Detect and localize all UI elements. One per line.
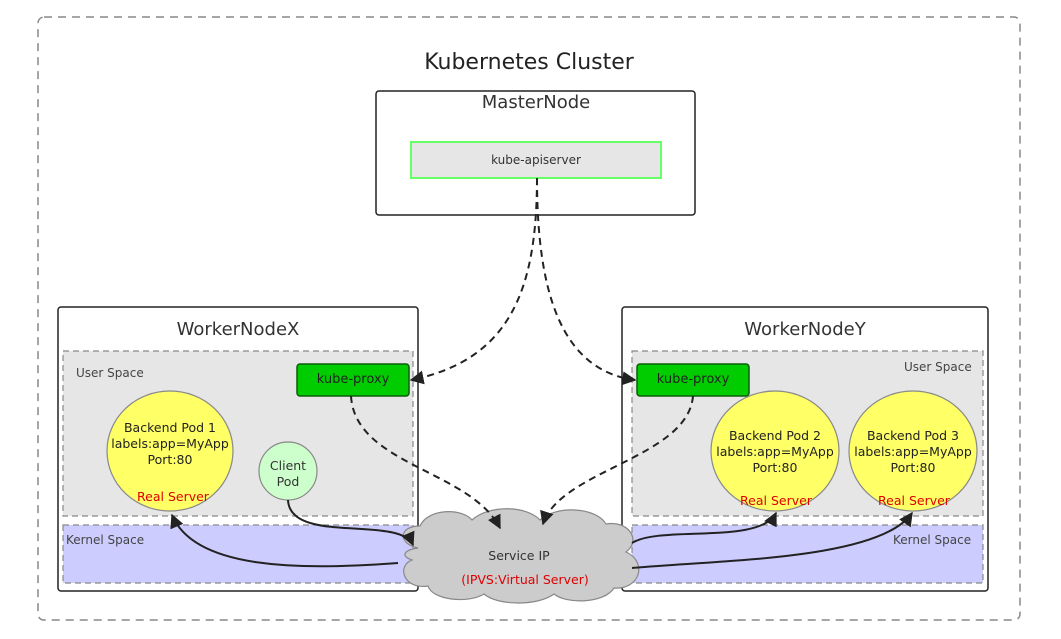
backend-pod-1-port: Port:80 <box>147 452 193 467</box>
apiserver-to-proxy-x-arrow <box>409 177 538 385</box>
cluster-boundary <box>37 16 1021 621</box>
proxy-y-to-service-arrow <box>540 395 694 526</box>
service-ip-subtitle: (IPVS:Virtual Server) <box>461 572 589 587</box>
worker-y-kube-proxy-label: kube-proxy <box>656 372 730 387</box>
cluster-title: Kubernetes Cluster <box>424 50 634 75</box>
worker-x-kube-proxy-label: kube-proxy <box>316 372 390 387</box>
worker-x-user-space-label: User Space <box>76 366 144 380</box>
master-node-title: MasterNode <box>481 92 591 113</box>
client-pod-line2: Pod <box>276 474 300 489</box>
backend-pod-3-role: Real Server <box>878 493 950 508</box>
client-pod-text: Client Pod <box>270 458 306 490</box>
client-pod-line1: Client <box>269 458 307 473</box>
backend-pod-2-name: Backend Pod 2 <box>728 428 822 443</box>
backend-pod-1 <box>106 390 234 512</box>
service-to-backend-2-arrow <box>631 511 777 544</box>
backend-pod-3-port: Port:80 <box>890 460 936 475</box>
service-to-backend-3-arrow <box>631 511 913 569</box>
service-ip-cloud <box>402 508 640 604</box>
client-to-service-arrow <box>287 499 415 547</box>
backend-pod-2-port: Port:80 <box>752 460 798 475</box>
proxy-x-to-service-arrow <box>350 395 501 530</box>
backend-pod-1-labels: labels:app=MyApp <box>111 436 229 451</box>
kube-apiserver-label: kube-apiserver <box>491 153 581 167</box>
backend-pod-3-labels: labels:app=MyApp <box>854 444 972 459</box>
backend-pod-3-text: Backend Pod 3 labels:app=MyApp Port:80 <box>854 428 972 476</box>
worker-y-user-space-label: User Space <box>904 360 972 374</box>
backend-pod-2-text: Backend Pod 2 labels:app=MyApp Port:80 <box>716 428 834 476</box>
backend-pod-2-role: Real Server <box>740 493 812 508</box>
worker-node-x-title: WorkerNodeX <box>176 319 300 340</box>
worker-node-y-title: WorkerNodeY <box>744 319 866 340</box>
backend-pod-1-role: Real Server <box>137 489 209 504</box>
service-ip-title: Service IP <box>488 548 550 563</box>
backend-pod-3-name: Backend Pod 3 <box>866 428 960 443</box>
kube-apiserver-box <box>410 141 662 179</box>
backend-pod-1-text: Backend Pod 1 labels:app=MyApp Port:80 <box>111 420 229 468</box>
worker-x-kernel-space <box>62 524 414 584</box>
service-to-backend-1-arrow <box>170 513 399 568</box>
backend-pod-2-labels: labels:app=MyApp <box>716 444 834 459</box>
worker-y-kernel-space-label: Kernel Space <box>893 533 972 547</box>
backend-pod-1-name: Backend Pod 1 <box>123 420 217 435</box>
worker-x-kube-proxy-box <box>296 363 410 397</box>
worker-x-kernel-space-label: Kernel Space <box>66 533 145 547</box>
backend-pod-2 <box>710 390 840 512</box>
backend-pod-3 <box>848 390 978 512</box>
apiserver-to-proxy-y-arrow <box>536 177 637 386</box>
